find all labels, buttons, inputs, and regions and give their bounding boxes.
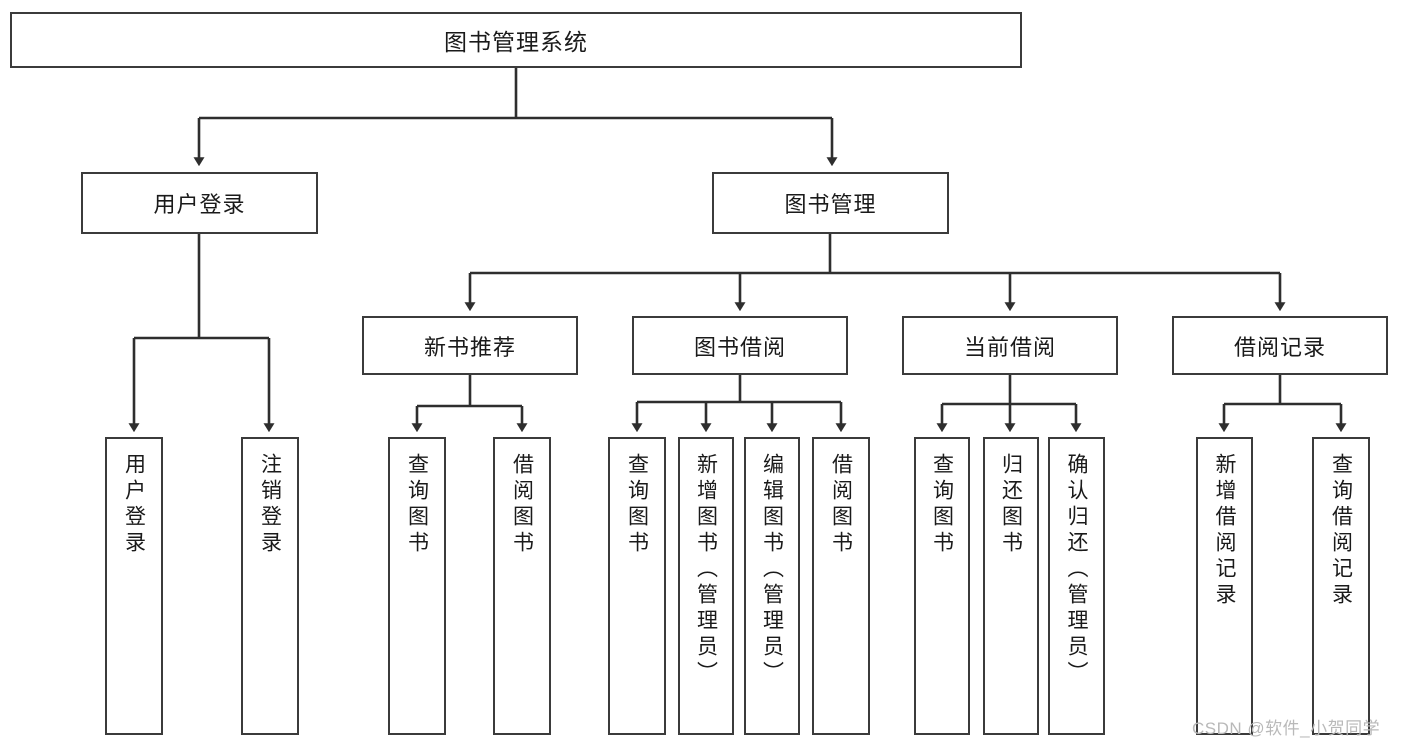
node-label: 编辑图书（管理员） [760,453,784,687]
node-label: 注销登录 [258,453,282,557]
node-label: 查询图书 [625,453,649,557]
node-leaf-return-book[interactable]: 归还图书 [983,437,1039,735]
node-label: 归还图书 [999,453,1023,557]
node-label: 借阅记录 [1233,334,1326,360]
node-user-login[interactable]: 用户登录 [81,172,318,234]
node-label: 借阅图书 [829,453,853,557]
node-leaf-query-book-2[interactable]: 查询图书 [608,437,666,735]
node-label: 新增借阅记录 [1213,453,1236,609]
node-leaf-borrow-book-2[interactable]: 借阅图书 [812,437,870,735]
node-label: 图书借阅 [693,334,786,360]
node-label: 新书推荐 [423,334,516,360]
node-leaf-add-record[interactable]: 新增借阅记录 [1196,437,1253,735]
node-leaf-edit-book[interactable]: 编辑图书（管理员） [744,437,800,735]
csdn-watermark: CSDN @软件_小贺同学 [1192,719,1381,738]
node-label: 查询借阅记录 [1329,453,1353,609]
node-new-book-recommend[interactable]: 新书推荐 [362,316,578,375]
node-leaf-query-book-1[interactable]: 查询图书 [388,437,446,735]
node-label: 当前借阅 [963,334,1056,360]
node-leaf-borrow-book-1[interactable]: 借阅图书 [493,437,551,735]
node-book-management[interactable]: 图书管理 [712,172,949,234]
node-borrow-record[interactable]: 借阅记录 [1172,316,1388,375]
node-label: 借阅图书 [510,453,534,557]
node-leaf-user-login[interactable]: 用户登录 [105,437,163,735]
node-leaf-logout-login[interactable]: 注销登录 [241,437,299,735]
node-label: 用户登录 [122,453,146,557]
node-label: 查询图书 [930,453,954,557]
node-leaf-query-book-3[interactable]: 查询图书 [914,437,970,735]
node-label: 新增图书（管理员） [694,453,718,687]
node-leaf-confirm-return[interactable]: 确认归还（管理员） [1048,437,1105,735]
node-label: 用户登录 [153,192,246,217]
node-label: 图书管理系统 [444,29,588,55]
node-leaf-add-book[interactable]: 新增图书（管理员） [678,437,734,735]
node-book-borrow[interactable]: 图书借阅 [632,316,848,375]
node-root-book-management-system[interactable]: 图书管理系统 [10,12,1022,68]
node-label: 查询图书 [405,453,429,557]
node-label: 确认归还（管理员） [1065,453,1088,687]
node-current-borrow[interactable]: 当前借阅 [902,316,1118,375]
node-leaf-query-record[interactable]: 查询借阅记录 [1312,437,1370,735]
node-label: 图书管理 [784,192,877,217]
